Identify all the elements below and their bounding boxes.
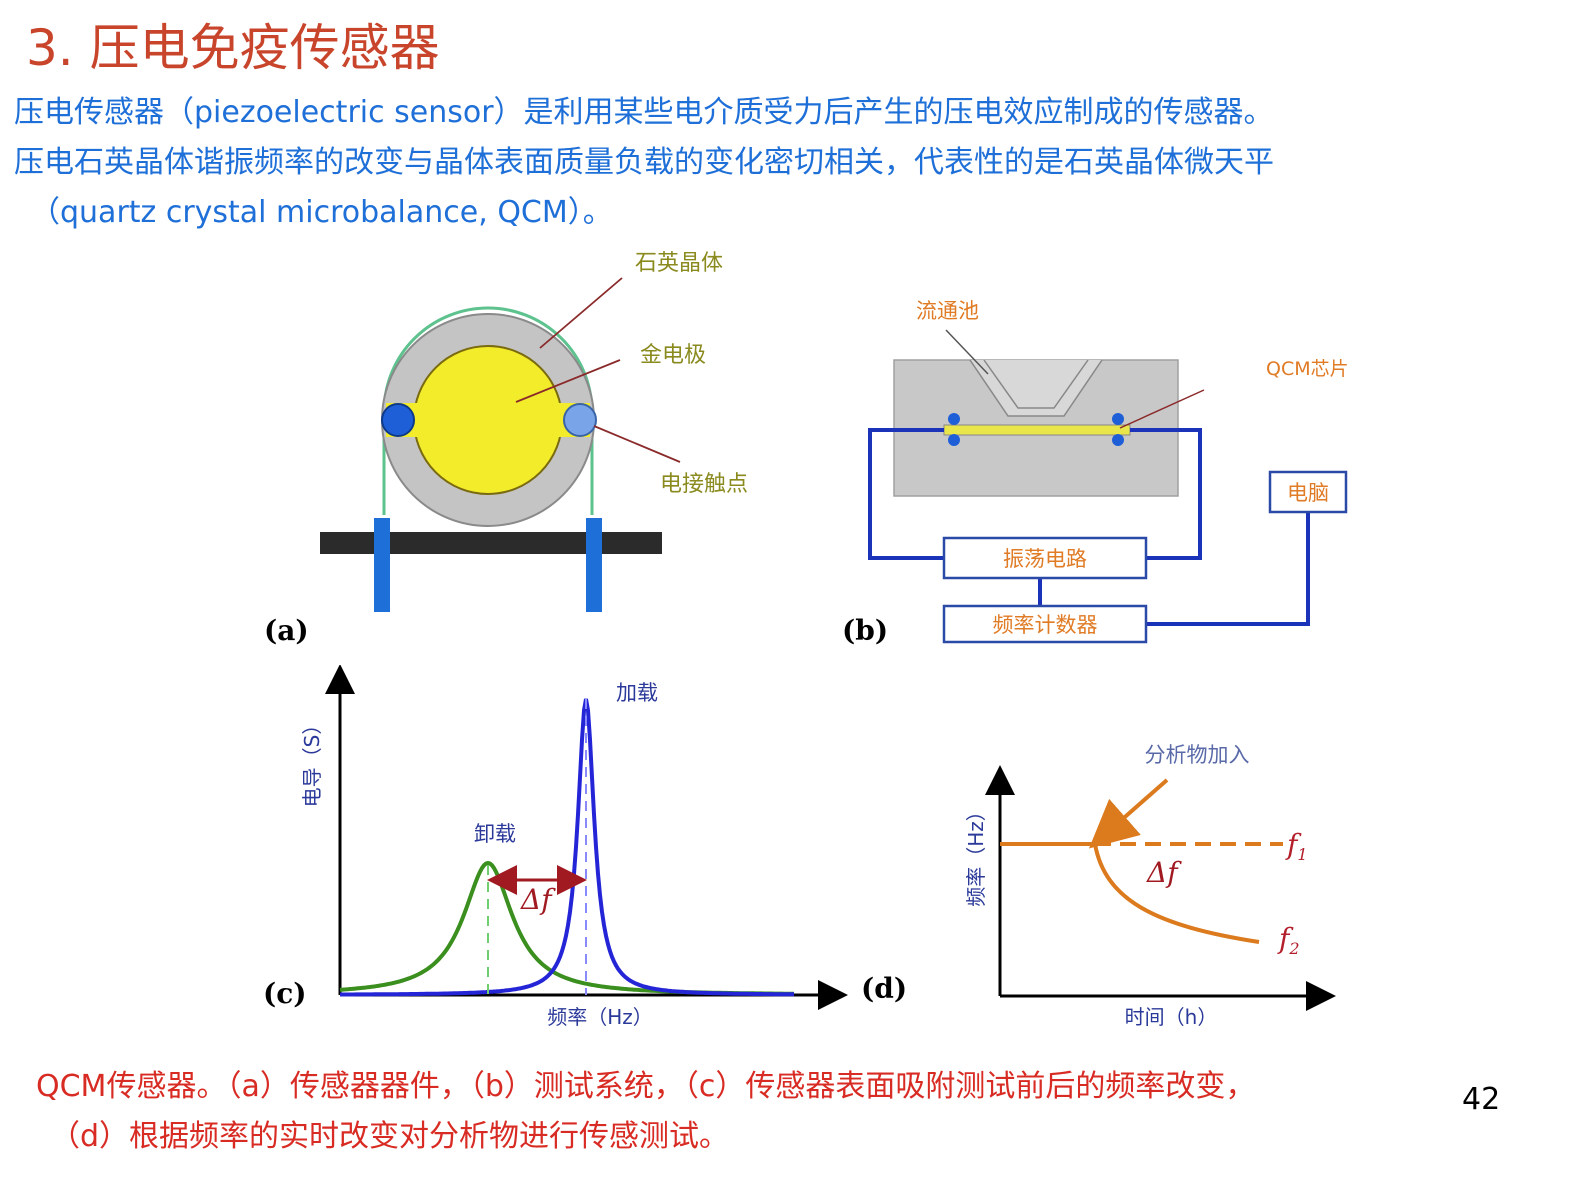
label-flow-cell: 流通池 [916, 299, 979, 323]
analyte-added-arrow [1088, 778, 1169, 849]
curve-loaded [340, 698, 794, 997]
caption-line-2: （d）根据频率的实时改变对分析物进行传感测试。 [50, 1119, 730, 1154]
qcm-chip [943, 424, 1131, 436]
leader-crystal [539, 277, 623, 349]
page-number: 42 [1462, 1082, 1501, 1117]
wire-right [1130, 428, 1202, 560]
c-delta-f-label: Δf [520, 883, 556, 916]
label-oscillator-circuit: 振荡电路 [1003, 547, 1087, 571]
d-x-axis-label: 时间（h） [1125, 1005, 1218, 1029]
electrical-contact-left [381, 403, 415, 437]
label-qcm-chip: QCM芯片 [1266, 358, 1349, 380]
seal-bl [948, 434, 960, 446]
wire-frame-arc [382, 306, 594, 413]
leader-flow-cell [945, 329, 989, 375]
seal-tl [948, 413, 960, 425]
c-x-axis-label: 频率（Hz） [547, 1005, 653, 1029]
label-unloaded: 卸载 [474, 822, 516, 846]
oscillator-circuit-box [942, 536, 1148, 580]
f2-decay-curve [1093, 843, 1260, 944]
panel-label-d: (d) [861, 972, 907, 1005]
slide-title: 3. 压电免疫传感器 [26, 19, 440, 77]
d-delta-f-label: Δf [1146, 856, 1182, 889]
gold-electrode-tab [386, 403, 590, 437]
computer-box [1268, 470, 1348, 514]
panel-label-c: (c) [263, 977, 307, 1010]
mounting-base [320, 532, 662, 554]
seal-tr [1112, 413, 1124, 425]
leader-qcm-chip [1119, 389, 1205, 429]
c-y-axis-label: 电导（S） [300, 715, 324, 808]
seal-br [1112, 434, 1124, 446]
leader-electrode [515, 359, 621, 403]
flow-cell-channel-inner [983, 359, 1089, 409]
panel-label-b: (b) [842, 614, 888, 647]
label-loaded: 加载 [616, 681, 658, 705]
intro-line-2: 压电石英晶体谐振频率的改变与晶体表面质量负载的变化密切相关，代表性的是石英晶体微… [14, 145, 1274, 180]
label-gold-electrode: 金电极 [640, 343, 706, 368]
d-y-axis-label: 频率（Hz） [964, 801, 988, 907]
caption-line-1: QCM传感器。（a）传感器器件，（b）测试系统，（c）传感器表面吸附测试前后的频… [36, 1069, 1256, 1104]
support-leg-left [374, 518, 390, 612]
intro-line-3: （quartz crystal microbalance, QCM）。 [30, 195, 613, 230]
label-quartz-crystal: 石英晶体 [635, 251, 723, 276]
figure-d-frequency-time: 分析物加入 Δf f1 f2 时间（h） 频率（Hz） (d) [861, 743, 1336, 1029]
label-electrical-contact: 电接触点 [660, 472, 748, 497]
figure-a-qcm-device: 石英晶体 金电极 电接触点 (a) [264, 251, 748, 647]
wire-left [868, 428, 944, 560]
wire-counter-computer [1146, 512, 1310, 626]
figure-c-resonance-curves: Δf 卸载 加载 频率（Hz） 电导（S） (c) [263, 665, 848, 1029]
figure-caption: QCM传感器。（a）传感器器件，（b）测试系统，（c）传感器表面吸附测试前后的频… [36, 1062, 1576, 1162]
frequency-counter-box [942, 604, 1148, 644]
intro-text: 压电传感器（piezoelectric sensor）是利用某些电介质受力后产生… [14, 88, 1584, 238]
leader-contact [593, 425, 681, 463]
figure-b-test-system: 流通池 QCM芯片 电脑 振荡电路 频率计数器 (b) [842, 299, 1349, 647]
flow-cell-channel [969, 359, 1103, 417]
label-frequency-counter: 频率计数器 [993, 613, 1098, 637]
panel-label-a: (a) [264, 614, 309, 647]
electrical-contact-right [563, 403, 597, 437]
label-analyte-added: 分析物加入 [1145, 743, 1250, 767]
intro-line-1: 压电传感器（piezoelectric sensor）是利用某些电介质受力后产生… [14, 95, 1274, 130]
label-f2: f2 [1277, 922, 1300, 958]
support-leg-right [586, 518, 602, 612]
label-computer: 电脑 [1287, 481, 1329, 505]
label-f1: f1 [1285, 828, 1308, 864]
